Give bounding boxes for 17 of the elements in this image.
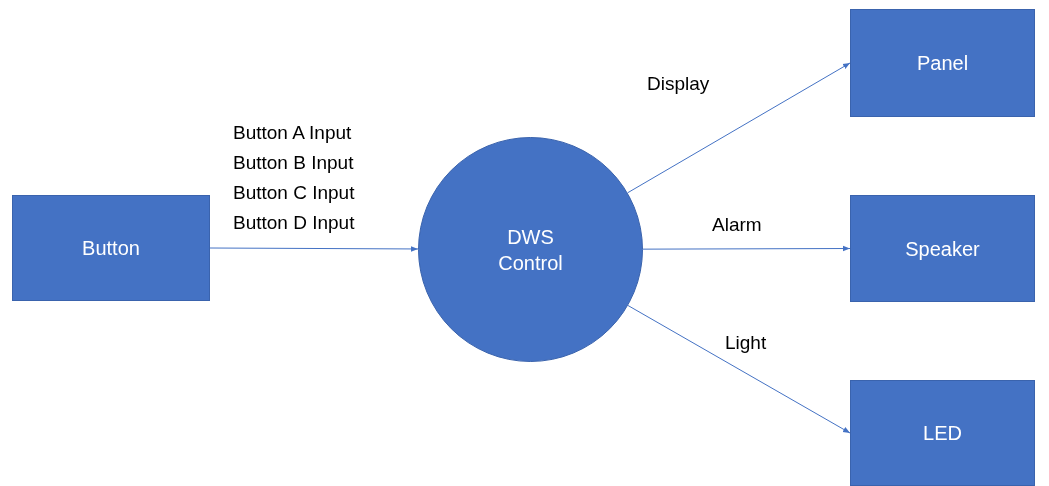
edge-label: Alarm — [712, 213, 763, 237]
arrow — [627, 62, 851, 194]
arrow — [642, 245, 851, 252]
edge-label: Light — [725, 331, 768, 355]
node-label: Button — [82, 236, 140, 261]
node-label: Speaker — [905, 236, 980, 262]
arrow — [209, 246, 419, 252]
arrow — [627, 305, 851, 434]
node-label: Panel — [916, 51, 969, 76]
edge-label: Display — [647, 72, 711, 96]
node-label: DWS Control — [497, 224, 564, 276]
entity-box — [850, 380, 1035, 486]
node-label: LED — [923, 421, 962, 446]
entity-box — [850, 195, 1035, 302]
edge-label: Button A Input Button B Input Button C Input Button D Input — [233, 121, 356, 235]
entity-box — [12, 195, 210, 301]
entity-box — [850, 9, 1035, 117]
